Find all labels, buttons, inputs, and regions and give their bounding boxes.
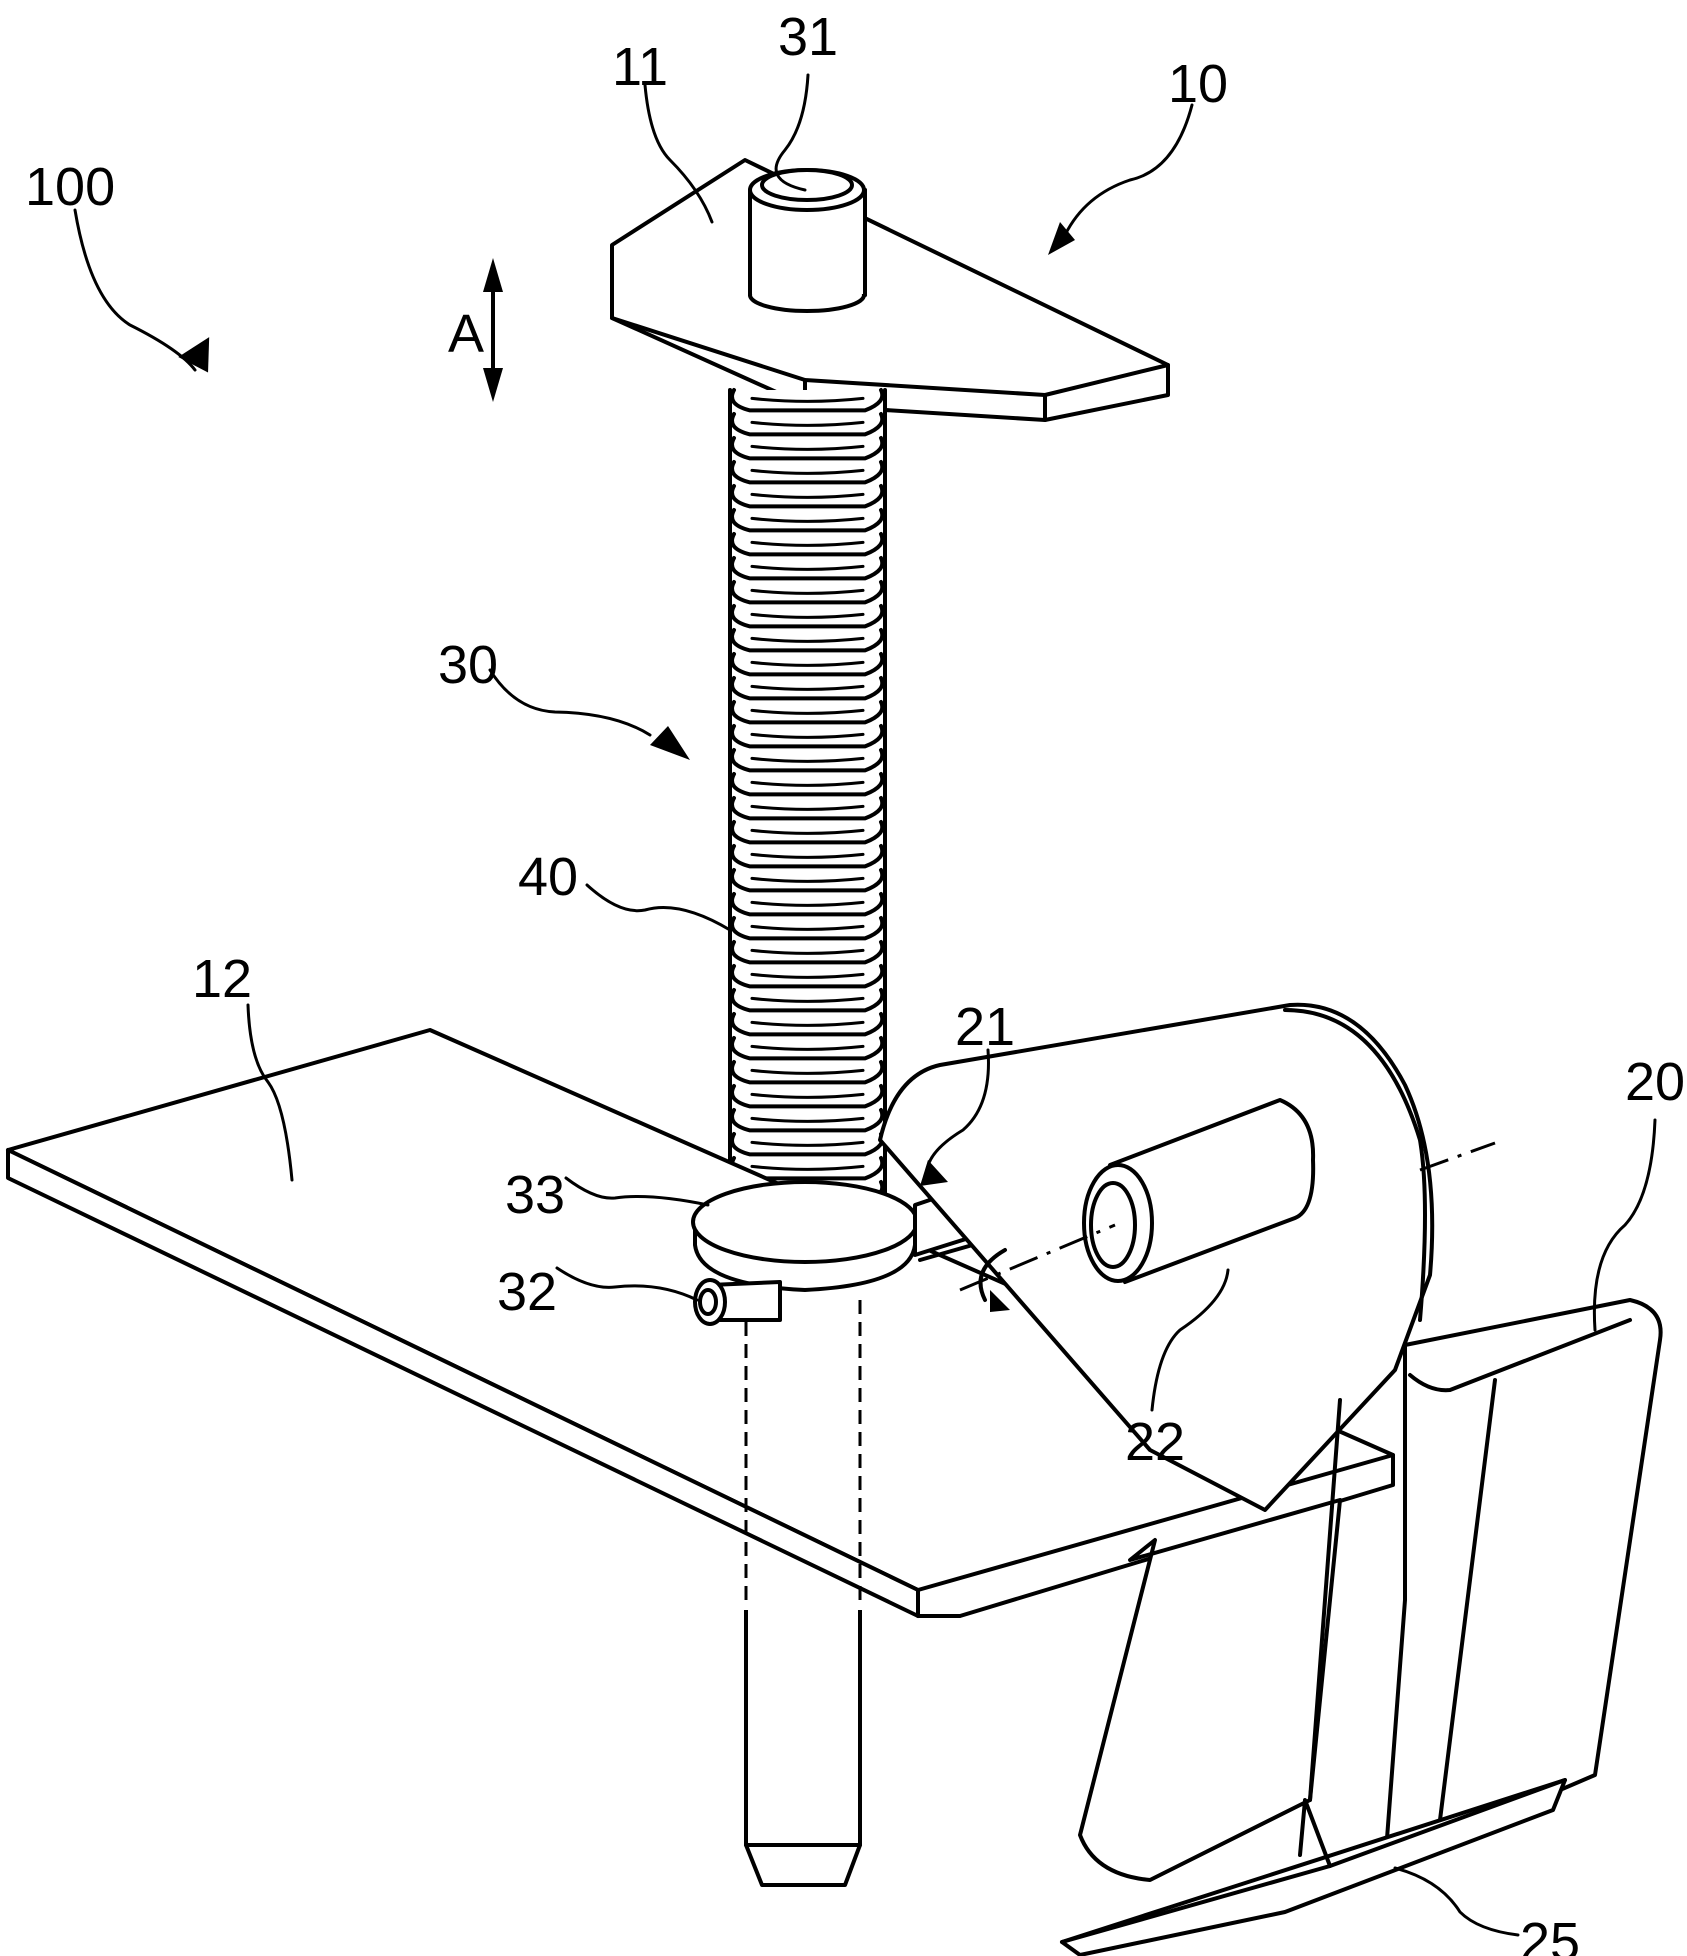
blade (1060, 1778, 1567, 1956)
spring-coil (730, 700, 885, 725)
spring-coil (730, 532, 885, 557)
spring-coil (730, 412, 885, 437)
rotation-arrow-icon (978, 1248, 1010, 1312)
spring-coil (730, 796, 885, 821)
bracket (1078, 1298, 1663, 1882)
label-32: 32 (497, 1262, 557, 1322)
spring-coil (730, 772, 885, 797)
axis-arrow-icon (483, 258, 503, 402)
top-plate (610, 158, 1170, 422)
spring-coil (730, 820, 885, 845)
spring-coil-inner (750, 660, 865, 667)
set-screw (693, 1278, 782, 1326)
label-20: 20 (1625, 1052, 1685, 1112)
spring-coil (730, 1108, 885, 1133)
spring-coil (730, 652, 885, 677)
label-21: 21 (955, 997, 1015, 1057)
spring-coil-inner (750, 1068, 865, 1075)
spring-coil-inner (750, 732, 865, 739)
spring-coil (730, 916, 885, 941)
spring-coil (730, 436, 885, 461)
spring-coil (730, 988, 885, 1013)
spring-coil-inner (750, 900, 865, 907)
spring-coil-inner (750, 972, 865, 979)
label-40: 40 (518, 847, 578, 907)
spring-coil (730, 628, 885, 653)
spring-coil-inner (750, 516, 865, 523)
label-33: 33 (505, 1165, 565, 1225)
spring-coil (730, 868, 885, 893)
spring-coil-inner (750, 636, 865, 643)
spring-coil-inner (750, 564, 865, 571)
pivot-axis (959, 1223, 1116, 1292)
spring-coil (730, 748, 885, 773)
pin-shaft (744, 1300, 862, 1887)
spring-coil (730, 604, 885, 629)
spring-coil-inner (750, 468, 865, 475)
spring-coil-inner (750, 948, 865, 955)
label-100: 100 (25, 157, 115, 217)
spring-coil-inner (750, 420, 865, 427)
spring-coil-inner (750, 780, 865, 787)
spring-coil (730, 1060, 885, 1085)
spring-coil-inner (750, 444, 865, 451)
spring-coil-inner (750, 396, 865, 403)
spring-coil (730, 724, 885, 749)
spring-coil-inner (750, 876, 865, 883)
spring-coil-inner (750, 684, 865, 691)
spring-coil-inner (750, 828, 865, 835)
spring-coil (730, 508, 885, 533)
spring-coil-inner (750, 924, 865, 931)
spring-coil-inner (750, 612, 865, 619)
spring-coil-inner (750, 1164, 865, 1171)
spring-body (730, 390, 885, 1215)
spring-coil-inner (750, 492, 865, 499)
spring-coil (730, 844, 885, 869)
label-25: 25 (1520, 1912, 1580, 1956)
spring-coil (730, 940, 885, 965)
spring-coil (730, 676, 885, 701)
spring-coil-inner (750, 708, 865, 715)
collar (691, 1180, 919, 1292)
spring-coil (730, 1036, 885, 1061)
spring-coil-inner (750, 1140, 865, 1147)
spring-coil-inner (750, 756, 865, 763)
spring-coil-inner (750, 996, 865, 1003)
spring-coil-inner (750, 1092, 865, 1099)
label-30: 30 (438, 635, 498, 695)
label-12: 12 (192, 949, 252, 1009)
label-22: 22 (1125, 1412, 1185, 1472)
label-31: 31 (778, 7, 838, 67)
label-10: 10 (1168, 54, 1228, 114)
spring (728, 388, 887, 1229)
spring-coil-inner (750, 1044, 865, 1051)
spring-coil-inner (750, 588, 865, 595)
pivot-axis-back (1419, 1141, 1496, 1172)
spring-coil (730, 556, 885, 581)
spring-coil (730, 388, 885, 413)
spring-coil (730, 580, 885, 605)
spring-coil-inner (750, 804, 865, 811)
spring-coil (730, 1012, 885, 1037)
spring-coil-inner (750, 540, 865, 547)
spring-coil-inner (750, 852, 865, 859)
spring-coil (730, 892, 885, 917)
label-11: 11 (612, 37, 668, 97)
spring-coil-inner (750, 1116, 865, 1123)
spring-coil (730, 1084, 885, 1109)
spring-coil (730, 460, 885, 485)
label-A: A (448, 304, 484, 364)
spring-coil (730, 484, 885, 509)
pin-head (748, 168, 867, 313)
spring-coil-inner (750, 1020, 865, 1027)
leader-lines (73, 73, 1657, 1937)
pivot-shaft (1082, 1098, 1316, 1284)
spring-coil (730, 964, 885, 989)
leader-arrow-100 (178, 337, 210, 373)
